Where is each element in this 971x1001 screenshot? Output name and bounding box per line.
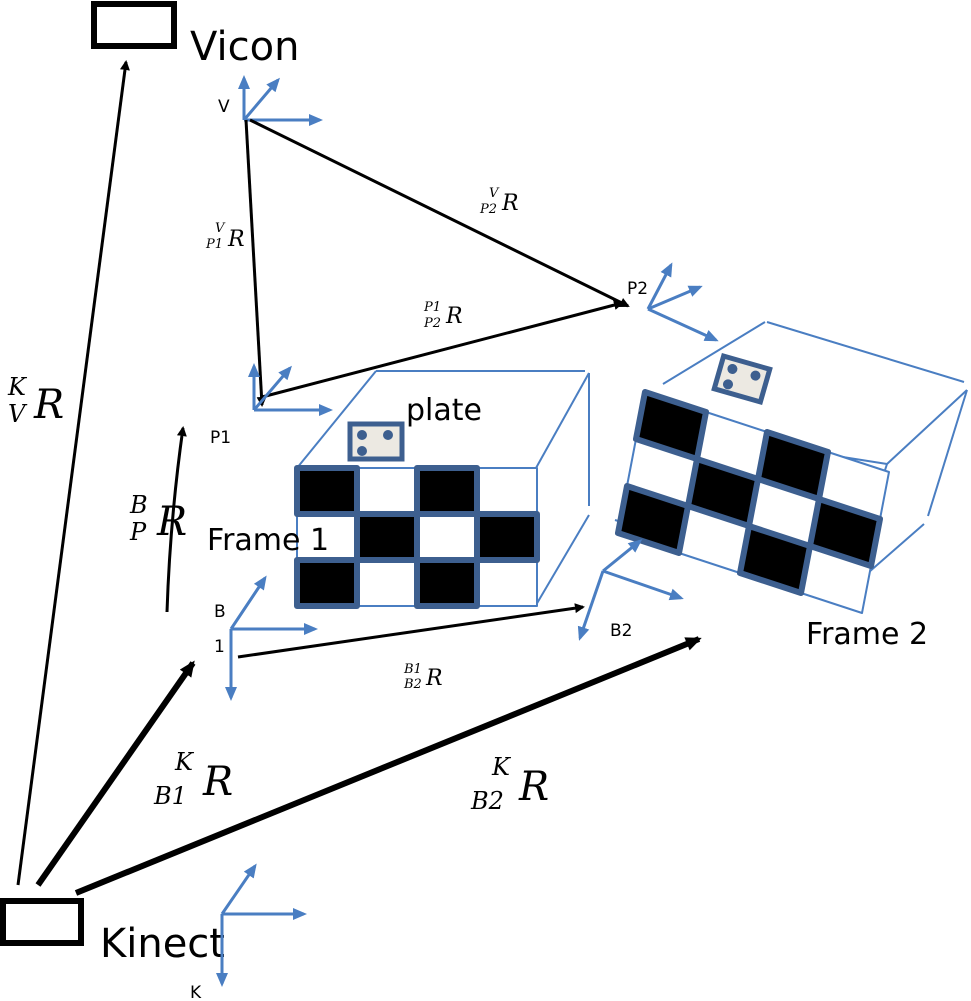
svg-text:V: V xyxy=(8,400,28,428)
svg-text:V: V xyxy=(489,186,500,201)
vicon-device-icon xyxy=(91,1,177,49)
svg-text:P2: P2 xyxy=(423,316,441,331)
plate-label: plate xyxy=(406,393,482,428)
checker-square-dark xyxy=(414,557,480,609)
svg-text:B2: B2 xyxy=(470,787,504,815)
svg-text:R: R xyxy=(156,499,187,545)
svg-text:P2: P2 xyxy=(479,202,497,217)
arrow-kinect-to-b1 xyxy=(35,660,196,887)
frame-label-p1: P1 xyxy=(210,428,231,448)
checker-square-dark xyxy=(807,496,883,569)
arrow-kinect-to-vicon xyxy=(16,60,130,886)
checker-square-light xyxy=(356,559,418,607)
checker-square-dark xyxy=(354,511,420,563)
svg-text:P1: P1 xyxy=(205,237,223,252)
checker-square-light xyxy=(416,513,478,561)
checker-square-dark xyxy=(474,511,540,563)
transform-label-k-b2: K B2 R xyxy=(470,753,549,815)
plate-marker-frame1 xyxy=(347,421,405,462)
plate-marker-frame2 xyxy=(711,352,773,406)
svg-text:B1: B1 xyxy=(403,662,422,677)
svg-text:R: R xyxy=(33,382,64,428)
transform-label-b1-b2: B1 B2 R xyxy=(403,662,443,692)
frame-label-p2: P2 xyxy=(627,279,648,299)
k-frame-axes-icon xyxy=(216,863,307,987)
transform-label-k-v: K V R xyxy=(7,373,64,428)
v-frame-axes-icon xyxy=(238,75,323,126)
svg-text:K: K xyxy=(174,748,195,776)
transform-label-b-p: B P R xyxy=(129,491,187,546)
svg-text:K: K xyxy=(491,753,512,781)
vicon-label: Vicon xyxy=(190,24,299,70)
checker-square-light xyxy=(356,467,418,515)
svg-text:R: R xyxy=(445,304,463,329)
checker-square-light xyxy=(476,559,538,607)
svg-text:P1: P1 xyxy=(423,300,441,315)
b1-frame-axes-icon xyxy=(225,575,318,701)
checker-square-dark xyxy=(294,465,360,517)
svg-text:K: K xyxy=(7,373,28,401)
b2-frame-axes-icon xyxy=(577,539,684,641)
checker-square-dark xyxy=(737,523,813,596)
svg-text:B: B xyxy=(129,491,148,519)
svg-text:B2: B2 xyxy=(403,677,422,692)
frame-label-b1-top: B xyxy=(214,602,226,622)
kinect-label: Kinect xyxy=(100,921,225,967)
svg-text:R: R xyxy=(518,764,549,810)
transform-label-v-p1: V P1 R xyxy=(205,221,245,252)
svg-text:V: V xyxy=(215,221,226,236)
frame1-checkerboard xyxy=(294,465,540,609)
p1-frame-axes-icon xyxy=(248,363,333,416)
frame-label-k: K xyxy=(190,983,202,1001)
svg-text:R: R xyxy=(501,191,519,216)
svg-text:P: P xyxy=(129,518,147,546)
svg-text:R: R xyxy=(227,227,245,252)
arrow-p1-to-p2 xyxy=(261,300,624,399)
frame-label-b1-bottom: 1 xyxy=(214,637,225,657)
frame2-checkerboard xyxy=(615,389,890,614)
svg-text:B1: B1 xyxy=(153,782,187,810)
checker-square-dark xyxy=(294,557,360,609)
checker-square-light xyxy=(476,467,538,515)
arrow-b1-to-b2 xyxy=(237,603,585,659)
frame-label-v: V xyxy=(218,97,230,117)
arrow-v-to-p1 xyxy=(244,119,267,407)
arrow-kinect-to-b2 xyxy=(74,636,702,896)
frame2-label: Frame 2 xyxy=(806,617,928,652)
arrow-v-to-p2 xyxy=(249,118,630,308)
transform-label-k-b1: K B1 R xyxy=(153,748,233,810)
transform-label-v-p2: V P2 R xyxy=(479,186,519,217)
frame1-label: Frame 1 xyxy=(207,523,329,558)
checker-square-dark xyxy=(414,465,480,517)
svg-text:R: R xyxy=(425,666,443,691)
kinect-device-icon xyxy=(0,898,84,946)
transform-label-p1-p2: P1 P2 R xyxy=(423,300,463,331)
checker-square-dark xyxy=(615,483,691,556)
p2-frame-axes-icon xyxy=(646,262,719,342)
arrow-b-to-p xyxy=(165,426,187,613)
svg-text:R: R xyxy=(202,759,233,805)
frame-label-b2: B2 xyxy=(610,621,632,641)
